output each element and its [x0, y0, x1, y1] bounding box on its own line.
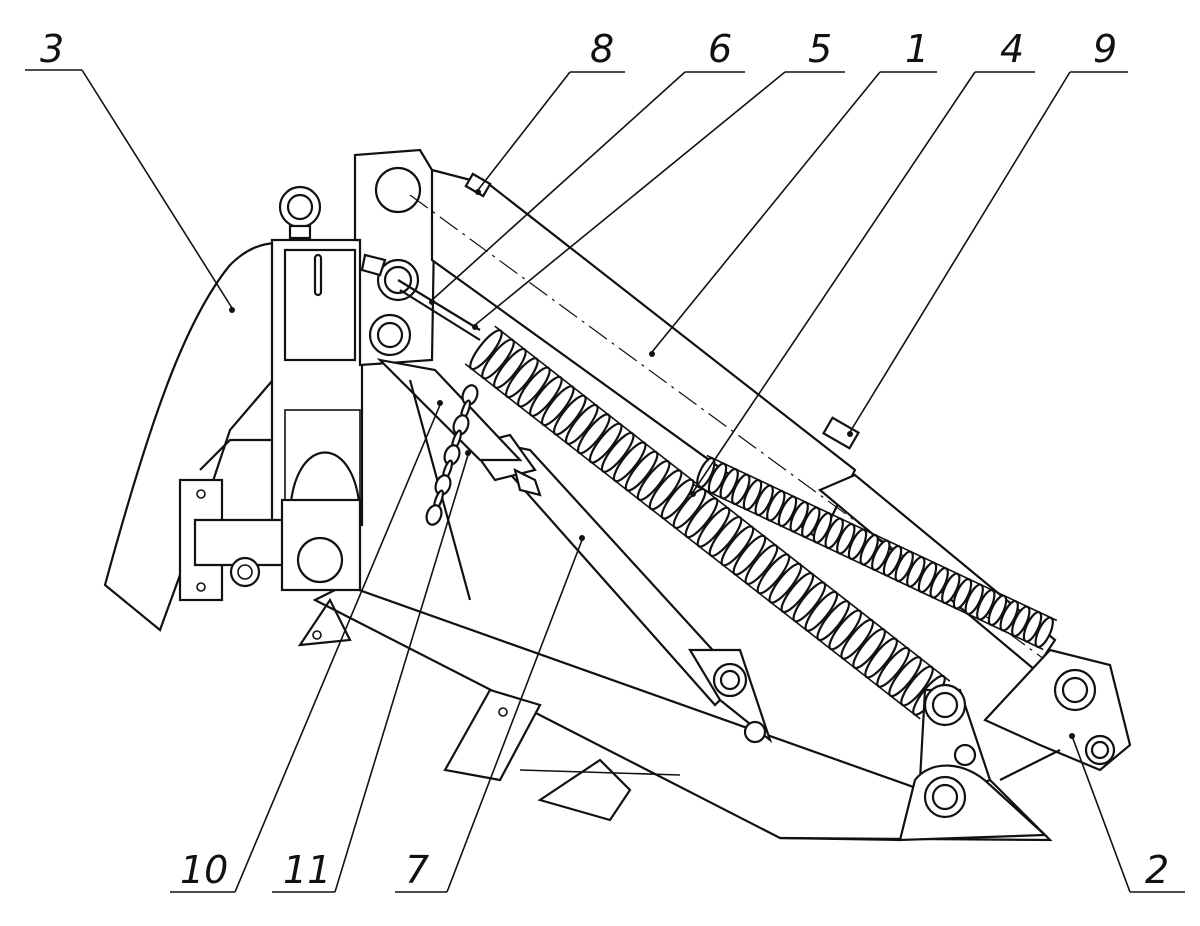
chain-11 — [425, 384, 479, 526]
callout-labels: 3 8 6 5 1 4 9 10 11 7 2 — [40, 27, 1169, 892]
callout-5: 5 — [808, 27, 832, 71]
pivot-plate-2 — [898, 648, 1132, 842]
callout-10: 10 — [180, 848, 228, 892]
leader-dots — [229, 189, 1075, 739]
spring-4 — [692, 454, 1058, 651]
callout-4: 4 — [1000, 27, 1024, 71]
callout-9: 9 — [1093, 27, 1117, 71]
spring-outline — [692, 483, 1044, 651]
callout-7: 7 — [405, 848, 429, 892]
spring-main — [464, 325, 951, 720]
chain-link — [425, 504, 443, 526]
vertical-column — [178, 238, 364, 602]
spring-outline — [494, 325, 951, 682]
callout-3: 3 — [40, 27, 64, 71]
callout-6: 6 — [708, 27, 732, 71]
callout-1: 1 — [905, 27, 929, 71]
spring-outline — [706, 454, 1058, 622]
callout-11: 11 — [283, 848, 331, 892]
spring-outline — [464, 363, 921, 720]
leader-lines — [25, 69, 1185, 893]
spring-rod — [397, 279, 481, 341]
callout-2: 2 — [1145, 848, 1169, 892]
callout-8: 8 — [590, 27, 614, 71]
